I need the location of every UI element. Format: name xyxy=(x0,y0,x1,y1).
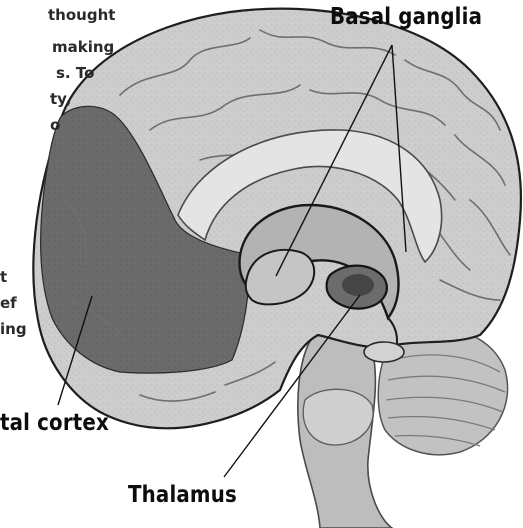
caption-line: t xyxy=(0,268,7,286)
caption-line: ing xyxy=(0,320,27,338)
caption-line: o xyxy=(50,116,60,134)
frontal-cortex-label: tal cortex xyxy=(0,410,109,436)
caption-line: thought xyxy=(48,6,115,24)
amygdala xyxy=(364,342,404,362)
caption-line: ef xyxy=(0,294,17,312)
caption-line: ty, xyxy=(50,90,71,108)
basal-ganglia-label: Basal ganglia xyxy=(330,4,482,30)
caption-line: s. To xyxy=(56,64,94,82)
caption-line: making xyxy=(52,38,114,56)
thalamus-label: Thalamus xyxy=(128,482,237,508)
